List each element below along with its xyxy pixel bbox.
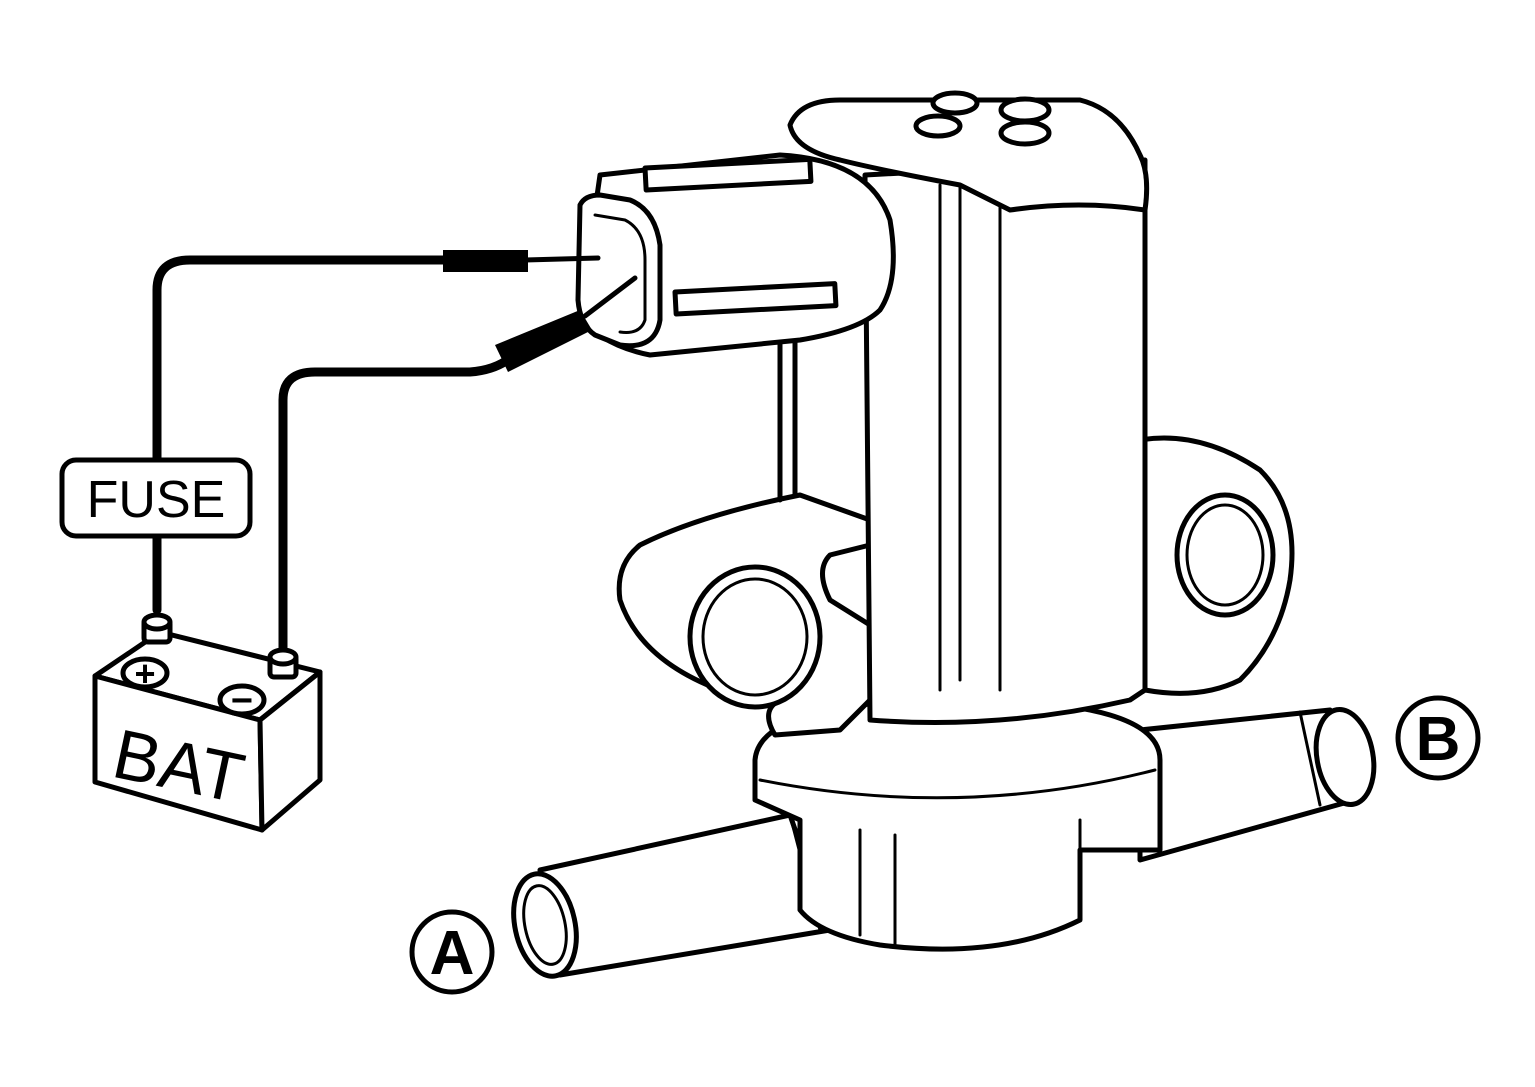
electrical-connector (575, 152, 896, 358)
positive-wire (152, 255, 450, 615)
fuse: FUSE (59, 457, 253, 539)
positive-probe (443, 250, 528, 272)
port-a-callout: A (409, 909, 495, 995)
pipe-b (1137, 706, 1377, 863)
port-b-callout: B (1395, 695, 1481, 781)
valve-base (752, 697, 1163, 952)
pipe-a (511, 812, 833, 979)
port-b-label: B (1416, 705, 1461, 774)
valve-top-cap (787, 90, 1150, 213)
negative-probe (495, 310, 592, 372)
battery-negative-mark: − (231, 680, 253, 722)
battery: + − BAT (92, 612, 323, 833)
port-a-label: A (430, 919, 475, 988)
battery-terminal-positive (141, 612, 173, 645)
battery-positive-mark: + (134, 653, 155, 694)
negative-wire (278, 353, 515, 660)
battery-terminal-negative (267, 647, 299, 680)
mount-flange-left (616, 492, 873, 738)
fuse-label: FUSE (87, 471, 226, 529)
mount-flange-right (1137, 435, 1295, 696)
test-wiring (152, 250, 638, 660)
solenoid-valve (511, 90, 1377, 979)
valve-body (777, 157, 1148, 725)
